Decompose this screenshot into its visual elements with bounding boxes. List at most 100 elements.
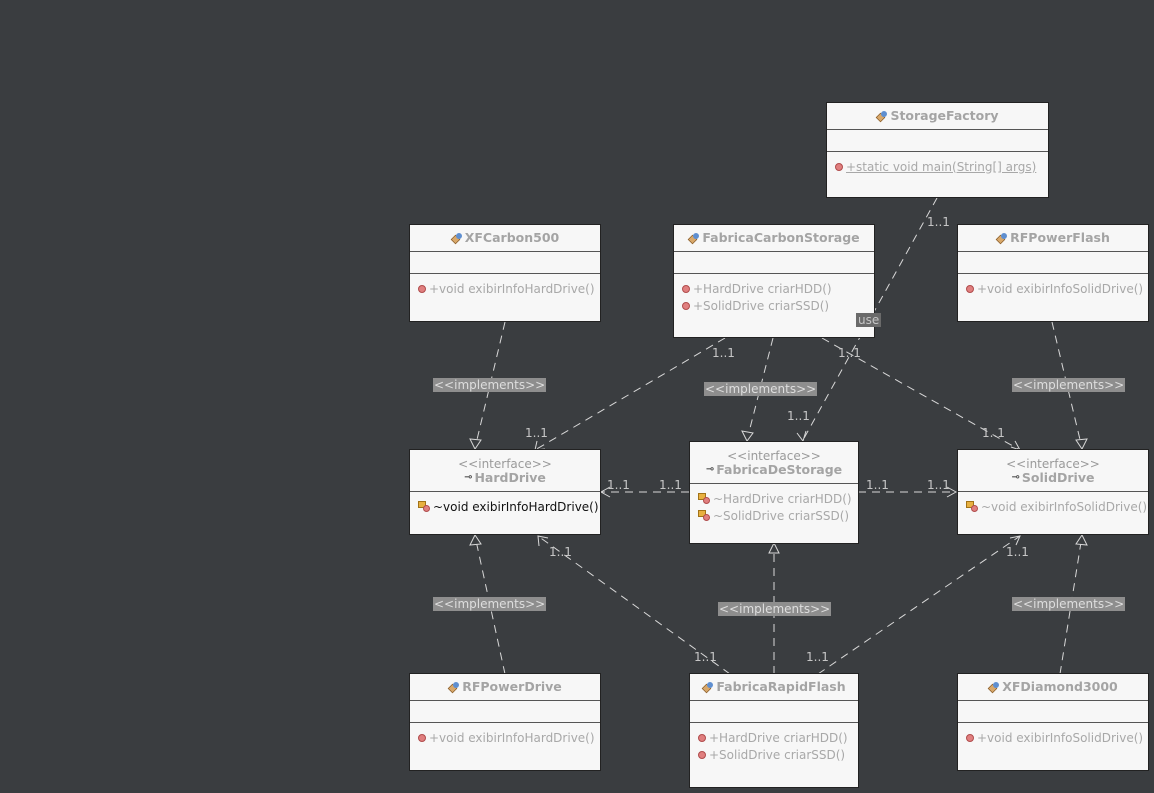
interface-solid-drive[interactable]: <<interface>> ⊸SolidDrive ~void exibirIn…	[957, 449, 1149, 535]
attributes-section	[410, 251, 600, 273]
public-method-icon	[698, 733, 706, 742]
class-name: StorageFactory	[890, 108, 999, 123]
operations-section: +HardDrive criarHDD() +SolidDrive criarS…	[674, 273, 874, 320]
operation: +HardDrive criarHDD()	[693, 281, 832, 296]
arrow-open-solid-drive-left	[946, 486, 958, 498]
interface-icon: ⊸	[1011, 471, 1020, 483]
attributes-section	[690, 700, 858, 722]
arrow-open-hard-drive-rapid	[537, 535, 549, 547]
class-header: <<interface>> ⊸SolidDrive	[958, 450, 1148, 491]
class-fabrica-rapid-flash[interactable]: FabricaRapidFlash +HardDrive criarHDD() …	[689, 673, 859, 788]
class-header: FabricaRapidFlash	[690, 674, 858, 700]
package-method-icon	[966, 501, 978, 512]
edge-carbon-solid-drive	[821, 337, 1021, 451]
public-method-icon	[698, 750, 706, 759]
stereotype: <<interface>>	[458, 456, 552, 471]
class-header: XFDiamond3000	[958, 674, 1148, 700]
implements-label: <<implements>>	[1012, 378, 1126, 392]
class-icon	[996, 232, 1008, 244]
edge-carbon-hard-drive	[534, 337, 726, 451]
multiplicity-label: 1..1	[866, 478, 889, 492]
package-method-icon	[418, 501, 430, 512]
class-name: SolidDrive	[1021, 469, 1095, 485]
class-name: XFCarbon500	[464, 230, 560, 245]
public-method-icon	[682, 301, 690, 310]
class-fabrica-carbon-storage[interactable]: FabricaCarbonStorage +HardDrive criarHDD…	[673, 224, 875, 338]
arrowhead-fabricadestorage-bottom	[768, 541, 780, 554]
multiplicity-label: 1..1	[838, 346, 861, 360]
class-storage-factory[interactable]: StorageFactory +static void main(String[…	[826, 102, 1049, 198]
attributes-section	[958, 251, 1148, 273]
class-icon	[876, 110, 888, 122]
attributes-section	[674, 251, 874, 273]
class-header: StorageFactory	[827, 103, 1048, 129]
multiplicity-label: 1..1	[712, 346, 735, 360]
multiplicity-label: 1..1	[927, 478, 950, 492]
class-header: FabricaCarbonStorage	[674, 225, 874, 251]
operation: +void exibirInfoHardDrive()	[429, 730, 595, 745]
attributes-section	[410, 700, 600, 722]
class-icon	[988, 681, 1000, 693]
public-method-icon	[418, 284, 426, 293]
arrow-open-hard-drive-left	[599, 486, 611, 498]
edge-rapidflash-solid-drive	[817, 535, 1021, 675]
edge-storagefactory-fabricadestorage	[802, 197, 938, 441]
operations-section: ~void exibirInfoHardDrive()	[410, 491, 600, 521]
operation: +void exibirInfoSolidDrive()	[977, 730, 1144, 745]
operation: +void exibirInfoSolidDrive()	[977, 281, 1144, 296]
multiplicity-label: 1..1	[982, 426, 1005, 440]
arrow-open-fabricadestorage-use	[796, 430, 807, 443]
interface-hard-drive[interactable]: <<interface>> ⊸HardDrive ~void exibirInf…	[409, 449, 601, 535]
class-rf-power-drive[interactable]: RFPowerDrive +void exibirInfoHardDrive()	[409, 673, 601, 771]
operations-section: +void exibirInfoHardDrive()	[410, 273, 600, 303]
multiplicity-label: 1..1	[1006, 545, 1029, 559]
multiplicity-label: 1..1	[927, 215, 950, 229]
interface-fabrica-de-storage[interactable]: <<interface>> ⊸FabricaDeStorage ~HardDri…	[689, 441, 859, 544]
attributes-section	[958, 700, 1148, 722]
edge-rfpowerflash-solid-drive	[1051, 321, 1083, 449]
attributes-section	[827, 129, 1048, 151]
use-label: use	[856, 313, 882, 327]
operation: ~HardDrive criarHDD()	[713, 491, 852, 506]
operations-section: +void exibirInfoSolidDrive()	[958, 722, 1148, 752]
arrowhead-hard-drive-top	[469, 438, 482, 450]
class-name: RFPowerFlash	[1010, 230, 1110, 245]
operations-section: ~HardDrive criarHDD() ~SolidDrive criarS…	[690, 483, 858, 530]
edge-xfdiamond-solid-drive	[1059, 535, 1083, 675]
class-header: XFCarbon500	[410, 225, 600, 251]
class-xf-diamond3000[interactable]: XFDiamond3000 +void exibirInfoSolidDrive…	[957, 673, 1149, 771]
operations-section: +static void main(String[] args)	[827, 151, 1048, 181]
public-method-icon	[966, 284, 974, 293]
implements-label: <<implements>>	[1012, 597, 1126, 611]
edge-fabricacarbon-fabricadestorage	[746, 337, 774, 441]
class-header: <<interface>> ⊸HardDrive	[410, 450, 600, 491]
public-method-icon	[682, 284, 690, 293]
arrowhead-solid-drive-top	[1075, 438, 1088, 450]
class-name: FabricaRapidFlash	[716, 679, 846, 694]
operation: +HardDrive criarHDD()	[709, 730, 848, 745]
interface-icon: ⊸	[705, 463, 714, 475]
package-method-icon	[698, 510, 710, 521]
arrowhead-solid-drive-bottom	[1075, 534, 1088, 546]
class-icon	[702, 681, 714, 693]
class-header: RFPowerFlash	[958, 225, 1148, 251]
multiplicity-label: 1..1	[549, 545, 572, 559]
operations-section: +void exibirInfoSolidDrive()	[958, 273, 1148, 303]
multiplicity-label: 1..1	[659, 478, 682, 492]
public-method-icon	[418, 733, 426, 742]
class-name: RFPowerDrive	[462, 679, 562, 694]
operation: ~void exibirInfoSolidDrive()	[981, 499, 1148, 514]
multiplicity-label: 1..1	[787, 409, 810, 423]
operation: +SolidDrive criarSSD()	[709, 747, 846, 762]
class-xfcarbon500[interactable]: XFCarbon500 +void exibirInfoHardDrive()	[409, 224, 601, 322]
operation: ~void exibirInfoHardDrive()	[433, 499, 599, 514]
class-name: HardDrive	[474, 469, 546, 485]
edge-rapidflash-hard-drive	[537, 535, 731, 675]
public-method-icon	[966, 733, 974, 742]
operations-section: +HardDrive criarHDD() +SolidDrive criarS…	[690, 722, 858, 769]
implements-label: <<implements>>	[704, 382, 818, 396]
class-rf-power-flash[interactable]: RFPowerFlash +void exibirInfoSolidDrive(…	[957, 224, 1149, 322]
operations-section: ~void exibirInfoSolidDrive()	[958, 491, 1148, 521]
multiplicity-label: 1..1	[607, 478, 630, 492]
